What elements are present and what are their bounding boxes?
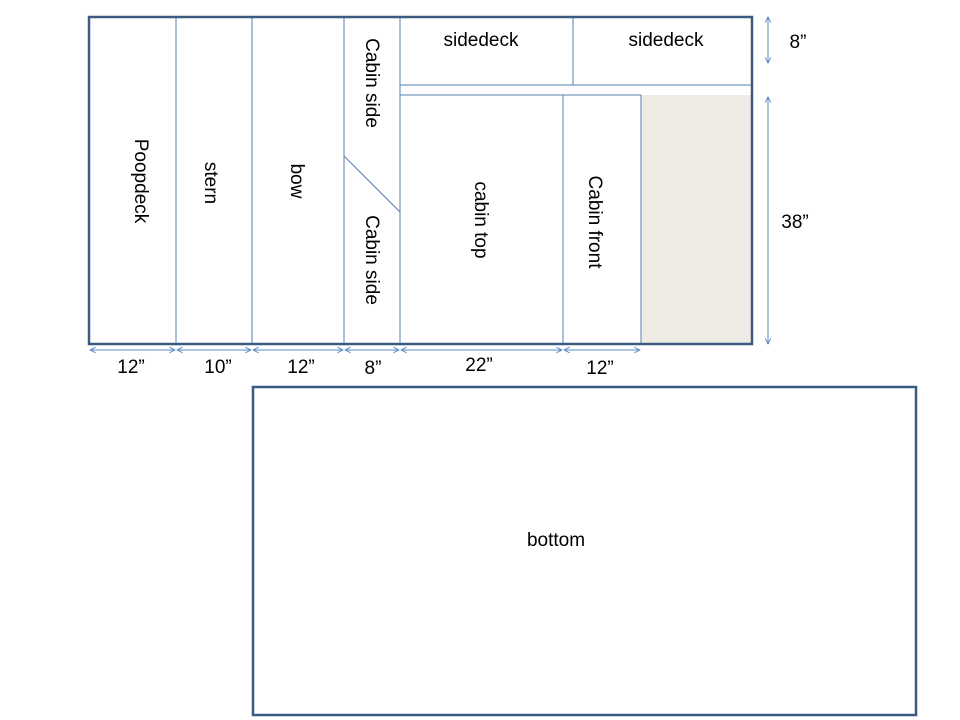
piece-label-cabin-side-bottom: Cabin side [361,215,382,305]
dimension-label-bow-width: 12” [287,357,314,378]
dimension-label-poopdeck-width: 12” [117,357,144,378]
piece-label-cabin-top: cabin top [470,181,491,258]
piece-division-lines [175,17,752,344]
piece-label-cabin-side-top: Cabin side [361,38,382,128]
dimension-label-sidedeck-height: 8” [790,32,807,53]
piece-label-sidedeck-left: sidedeck [444,30,519,51]
piece-label-bottom: bottom [527,530,585,551]
plywood-sheet-outline [87,15,754,346]
dimension-label-stern-width: 10” [204,357,231,378]
bottom-sheet-outline [251,385,918,717]
dimension-label-panel-height: 38” [781,212,808,233]
piece-label-stern: stern [200,162,221,204]
dimension-label-cabin-front-width: 12” [586,358,613,379]
waste-area [641,95,752,344]
piece-label-poopdeck: Poopdeck [130,139,151,224]
piece-label-bow: bow [286,164,307,199]
piece-label-sidedeck-right: sidedeck [629,30,704,51]
piece-label-cabin-front: Cabin front [584,176,605,270]
dimension-label-cabin-side-width: 8” [365,358,382,379]
dimension-label-cabin-top-width: 22” [465,355,492,376]
